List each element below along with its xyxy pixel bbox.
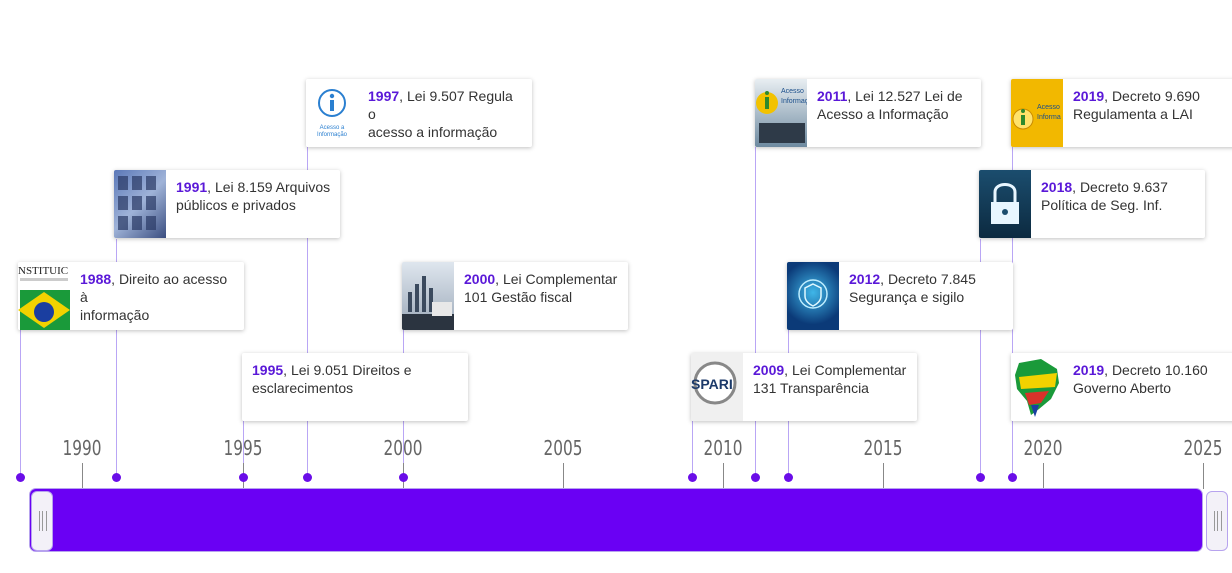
event-text-2019-lai: 2019, Decreto 9.690 Regulamenta a LAI [1073,88,1200,122]
svg-text:Acesso: Acesso [781,88,804,95]
svg-text:Informaç: Informaç [781,98,807,105]
event-card-1997[interactable]: Acesso a Informação 1997, Lei 9.507 Regu… [306,79,532,147]
event-description: Lei 9.507 Regula o acesso a informação [368,88,513,140]
event-card-1991[interactable]: 1991, Lei 8.159 Arquivos públicos e priv… [114,170,340,238]
event-year: 2018 [1041,179,1073,195]
axis-tick [1203,463,1204,489]
axis-label-1990: 1990 [62,436,102,460]
event-text-1995: 1995, Lei 9.051 Direitos e esclareciment… [252,362,412,396]
fiscal-chart-icon [402,262,454,330]
event-year: 2009 [753,362,785,378]
event-text-2011: 2011, Lei 12.527 Lei de Acesso a Informa… [817,88,963,122]
axis-tick [1043,463,1044,489]
event-text-1988: 1988, Direito ao acesso à informação [80,271,228,323]
access-info-keyboard-icon: Acesso Informaç [755,79,807,147]
event-card-2011[interactable]: Acesso Informaç 2011, Lei 12.527 Lei de … [755,79,981,147]
range-handle-left[interactable] [31,491,53,551]
event-description: Decreto 10.160 Governo Aberto [1073,362,1208,396]
event-dot-2019[interactable] [1008,473,1017,482]
access-information-icon: Acesso a Informação [306,79,358,147]
event-text-2019-governo: 2019, Decreto 10.160 Governo Aberto [1073,362,1208,396]
axis-tick [883,463,884,489]
event-year: 1995 [252,362,284,378]
event-text-1991: 1991, Lei 8.159 Arquivos públicos e priv… [176,179,331,213]
event-description: Lei Complementar 101 Gestão fiscal [464,271,618,305]
range-handle-right[interactable] [1206,491,1228,551]
axis-label-2010: 2010 [703,436,743,460]
brazil-map-icon [1011,353,1063,421]
axis-label-1995: 1995 [223,436,263,460]
event-card-2000[interactable]: 2000, Lei Complementar 101 Gestão fiscal [402,262,628,330]
event-card-2019-lai[interactable]: Acesso Informa 2019, Decreto 9.690 Regul… [1011,79,1232,147]
svg-text:Informação: Informação [317,132,348,138]
svg-text:SPARI: SPARI [691,376,733,392]
event-line-1995 [243,421,244,477]
event-year: 1997 [368,88,400,104]
event-card-2009[interactable]: SPARI 2009, Lei Complementar 131 Transpa… [691,353,917,421]
archive-files-icon [114,170,166,238]
event-year: 2012 [849,271,881,287]
axis-tick [723,463,724,489]
event-description: Decreto 9.637 Política de Seg. Inf. [1041,179,1168,213]
security-shield-icon [787,262,839,330]
event-text-2018: 2018, Decreto 9.637 Política de Seg. Inf… [1041,179,1168,213]
event-line-2009 [692,421,693,477]
event-card-2012[interactable]: 2012, Decreto 7.845 Segurança e sigilo [787,262,1013,330]
constitution-flag-icon: NSTITUIC [18,262,70,330]
event-card-1988[interactable]: NSTITUIC 1988, Direito ao acesso à infor… [18,262,244,330]
event-card-2019-governo[interactable]: 2019, Decreto 10.160 Governo Aberto [1011,353,1232,421]
event-text-1997: 1997, Lei 9.507 Regula o acesso a inform… [368,88,513,140]
axis-tick [82,463,83,489]
svg-text:Informa: Informa [1037,114,1061,121]
padlock-icon [979,170,1031,238]
event-card-1995[interactable]: 1995, Lei 9.051 Direitos e esclareciment… [242,353,468,421]
event-line-2011 [755,147,756,477]
event-description: Lei 12.527 Lei de Acesso a Informação [817,88,963,122]
event-description: Lei Complementar 131 Transparência [753,362,907,396]
grip-icon [39,511,47,531]
event-year: 2000 [464,271,496,287]
event-text-2009: 2009, Lei Complementar 131 Transparência [753,362,907,396]
event-year: 1988 [80,271,112,287]
event-dot-1988[interactable] [16,473,25,482]
event-dot-2012[interactable] [784,473,793,482]
event-dot-2018[interactable] [976,473,985,482]
svg-text:Acesso a: Acesso a [320,125,345,131]
svg-text:Acesso: Acesso [1037,104,1060,111]
lai-info-icon: Acesso Informa [1011,79,1063,147]
event-description: Lei 9.051 Direitos e esclarecimentos [252,362,412,396]
axis-label-2020: 2020 [1023,436,1063,460]
event-line-1991 [116,239,117,477]
svg-text:NSTITUIC: NSTITUIC [18,265,68,277]
event-dot-2009[interactable] [688,473,697,482]
axis-label-2025: 2025 [1183,436,1223,460]
axis-label-2000: 2000 [383,436,423,460]
event-year: 2011 [817,88,848,104]
event-text-2000: 2000, Lei Complementar 101 Gestão fiscal [464,271,618,305]
transparency-magnifier-icon: SPARI [691,353,743,421]
event-year: 2019 [1073,88,1105,104]
event-line-2018 [980,239,981,477]
event-description: Lei 8.159 Arquivos públicos e privados [176,179,331,213]
event-description: Decreto 7.845 Segurança e sigilo [849,271,976,305]
event-dot-1997[interactable] [303,473,312,482]
event-card-2018[interactable]: 2018, Decreto 9.637 Política de Seg. Inf… [979,170,1205,238]
event-dot-1995[interactable] [239,473,248,482]
axis-label-2015: 2015 [863,436,903,460]
event-dot-1991[interactable] [112,473,121,482]
event-dot-2000[interactable] [399,473,408,482]
event-line-1988 [20,330,21,477]
event-description: Decreto 9.690 Regulamenta a LAI [1073,88,1200,122]
event-description: Direito ao acesso à informação [80,271,228,323]
event-dot-2011[interactable] [751,473,760,482]
grip-icon [1214,511,1222,531]
axis-tick [563,463,564,489]
event-line-1997 [307,147,308,477]
axis-label-2005: 2005 [543,436,583,460]
event-year: 2019 [1073,362,1105,378]
event-text-2012: 2012, Decreto 7.845 Segurança e sigilo [849,271,976,305]
event-year: 1991 [176,179,208,195]
range-navigator-bar[interactable] [30,489,1202,551]
